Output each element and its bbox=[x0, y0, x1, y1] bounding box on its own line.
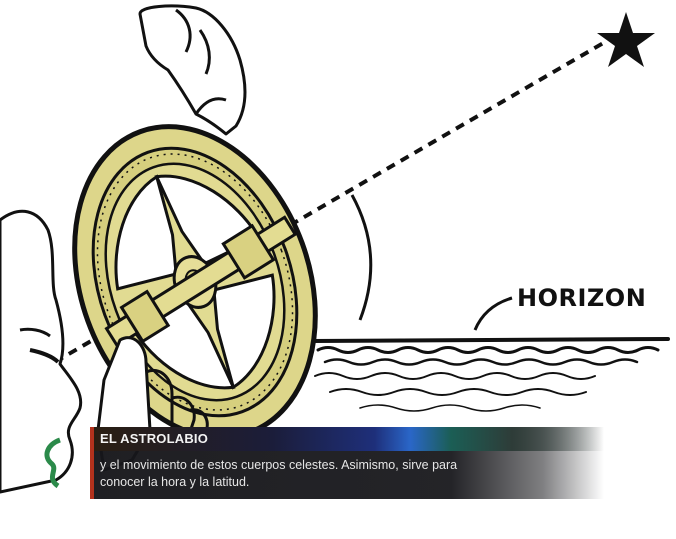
upper-hand bbox=[140, 6, 245, 134]
caption-title-bar: EL ASTROLABIO bbox=[94, 427, 604, 451]
horizon-label: HORIZON bbox=[517, 284, 646, 312]
star-icon bbox=[597, 12, 655, 67]
caption-title: EL ASTROLABIO bbox=[100, 431, 208, 446]
observer-face bbox=[0, 211, 81, 492]
horizon-pointer bbox=[475, 298, 512, 330]
caption-line-1: y el movimiento de estos cuerpos celeste… bbox=[100, 458, 457, 472]
subtitle-caption: EL ASTROLABIO y el movimiento de estos c… bbox=[90, 427, 604, 499]
angle-arc bbox=[352, 195, 371, 320]
sea-waves bbox=[312, 339, 668, 411]
caption-line-2: conocer la hora y la latitud. bbox=[100, 475, 249, 489]
